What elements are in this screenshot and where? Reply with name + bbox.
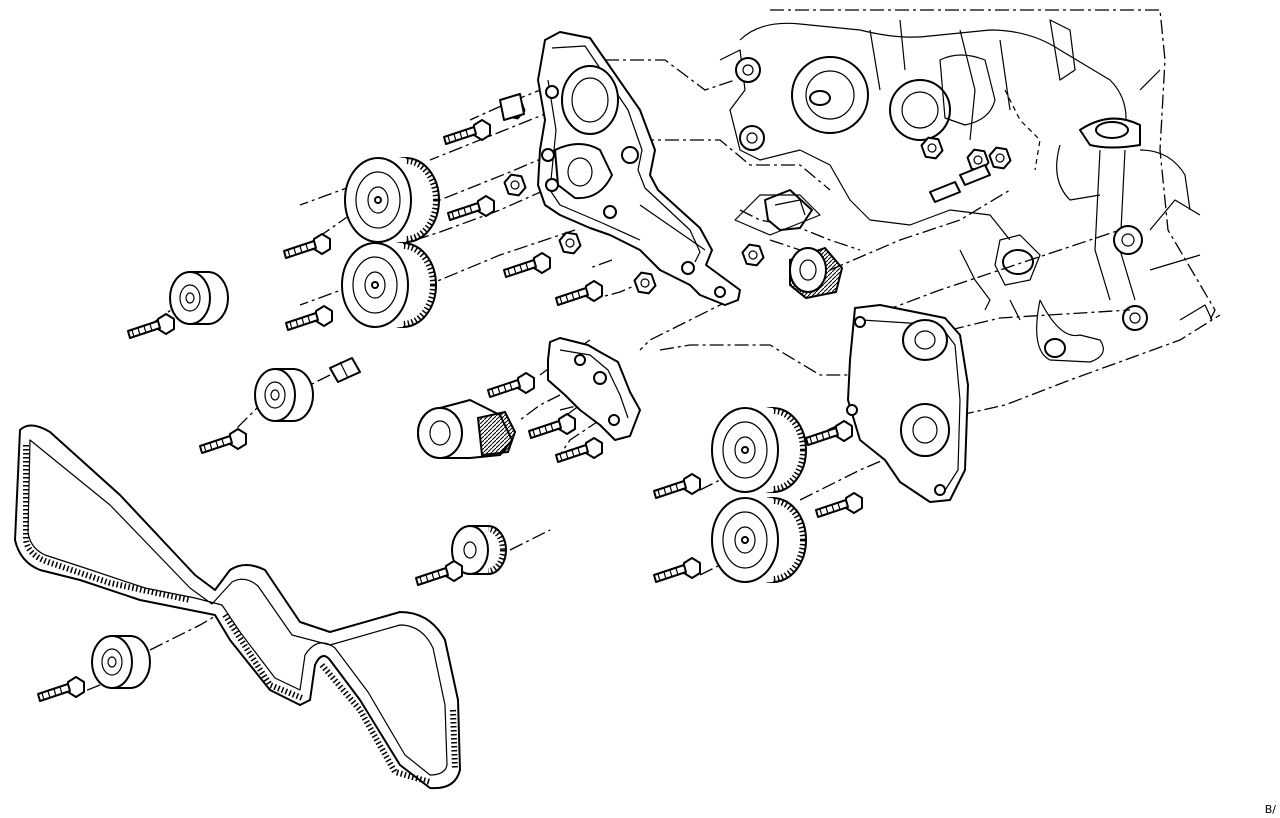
upper-bolts-and-nuts <box>127 94 659 454</box>
belt-tensioner-assembly <box>418 338 640 463</box>
rear-timing-cover-bracket <box>538 32 740 305</box>
upper-tensioner-assembly <box>735 190 842 298</box>
idler-pulley-middle-left <box>254 368 314 422</box>
cam-pulley-lower <box>342 243 436 327</box>
figure-corner-code: B/ <box>1264 803 1276 816</box>
idler-pulley-upper-left <box>169 271 229 325</box>
spacer-collar <box>330 358 360 382</box>
crank-pulley-upper <box>712 408 806 492</box>
front-right-cover <box>847 305 968 502</box>
crank-pulley-lower <box>712 498 806 582</box>
idler-pulley-lower-left <box>37 635 151 702</box>
timing-belt <box>15 425 460 788</box>
engine-block <box>720 10 1215 362</box>
cam-pulley-upper <box>345 158 439 242</box>
idler-pulley-lower-center <box>415 526 506 586</box>
